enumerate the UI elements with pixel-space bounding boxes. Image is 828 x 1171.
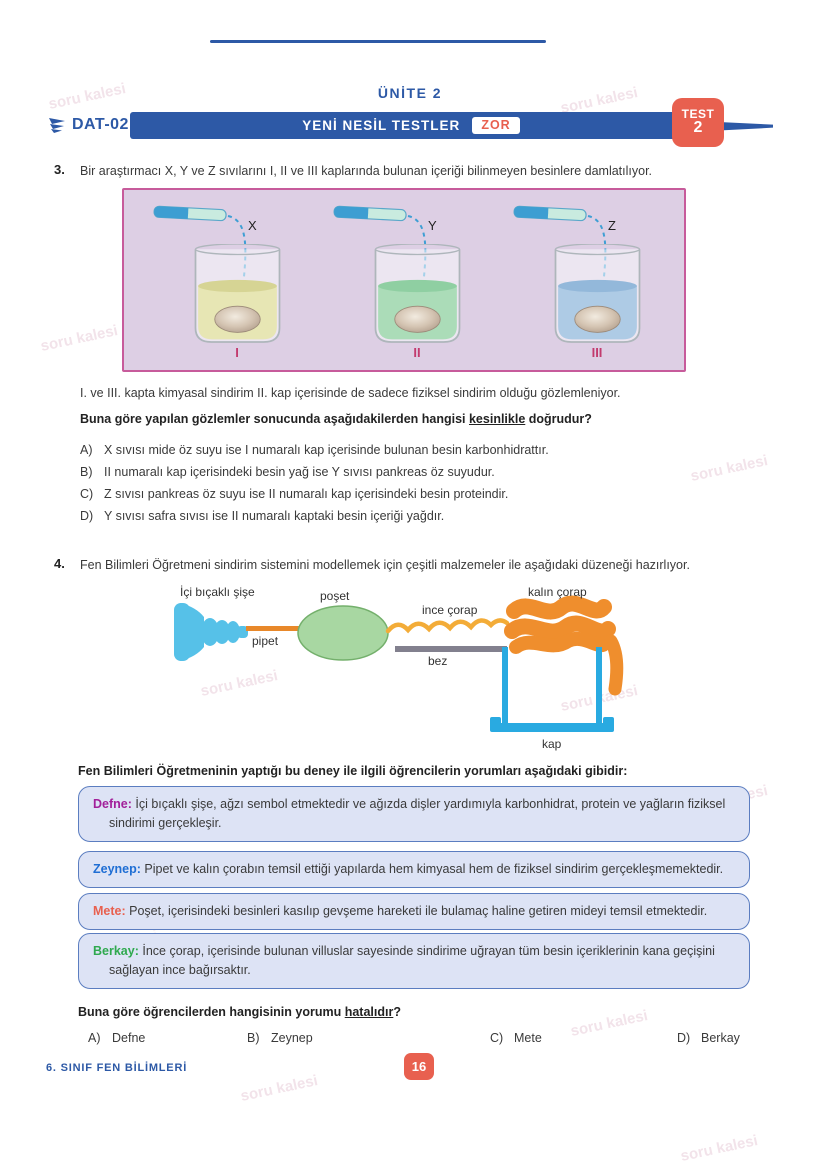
option-label: A) [80, 443, 93, 457]
q3-question-post: doğrudur? [525, 412, 592, 426]
q3-number: 3. [54, 162, 65, 177]
option-label: C) [490, 1031, 504, 1045]
q4-lead: Fen Bilimleri Öğretmeninin yaptığı bu de… [78, 764, 628, 778]
container-numeral: II [413, 345, 421, 360]
option-text: Mete [514, 1031, 542, 1045]
option-label: C) [80, 487, 94, 501]
difficulty-badge: ZOR [472, 117, 520, 134]
test-number-badge: TEST 2 [672, 98, 724, 147]
option-label: B) [80, 465, 93, 479]
option-text: II numaralı kap içerisindeki besin yağ i… [104, 465, 495, 479]
q3-question-underline: kesinlikle [468, 412, 526, 426]
label-pipette: pipet [252, 634, 279, 648]
option-text: Defne [112, 1031, 146, 1045]
option-label: D) [677, 1031, 691, 1045]
label-cloth: bez [428, 654, 448, 668]
student-comment: Pipet ve kalın çorabın temsil ettiği yap… [140, 862, 724, 876]
q3-option-b: B) II numaralı kap içerisindeki besin yağ… [80, 465, 495, 479]
comment-mete: Mete: Poşet, içerisindeki besinleri kası… [78, 893, 750, 930]
student-name: Defne: [93, 797, 132, 811]
beaker-group-3: Z III [512, 194, 682, 370]
q3-question: Buna göre yapılan gözlemler sonucunda aş… [80, 410, 740, 428]
booklet-code-label: DAT-02 [72, 116, 129, 133]
comment-zeynep: Zeynep: Pipet ve kalın çorabın temsil et… [78, 851, 750, 888]
option-text: Y sıvısı safra sıvısı ise II numaralı ka… [104, 509, 445, 523]
container-numeral: I [235, 345, 239, 360]
liquid-label: Z [608, 218, 616, 233]
watermark: soru kalesi [689, 452, 770, 485]
label-container: kap [542, 737, 562, 751]
beaker-group-1: X I [152, 194, 322, 370]
q3-option-c: C) Z sıvısı pankreas öz suyu ise II numar… [80, 487, 508, 501]
unit-title: ÜNİTE 2 [377, 85, 443, 101]
q4-option-c: C) Mete [490, 1031, 542, 1045]
q4-question: Buna göre öğrencilerden hangisinin yorum… [78, 1003, 738, 1021]
test-label: TEST [681, 106, 715, 121]
banner-brush-tail [685, 120, 773, 133]
q4-number: 4. [54, 556, 65, 571]
q4-question-pre: Buna göre öğrencilerden hangisinin yorum… [78, 1005, 345, 1019]
label-bag: poşet [320, 589, 350, 603]
beaker-icon [374, 244, 461, 343]
option-text: Z sıvısı pankreas öz suyu ise II numaral… [104, 487, 509, 501]
label-thick-sock: kalın çorap [528, 585, 587, 599]
watermark: soru kalesi [679, 1132, 760, 1165]
q3-intro: Bir araştırmacı X, Y ve Z sıvılarını I, … [80, 164, 653, 178]
q3-option-a: A) X sıvısı mide öz suyu ise I numaralı k… [80, 443, 549, 457]
student-name: Zeynep: [93, 862, 141, 876]
option-label: D) [80, 509, 94, 523]
watermark: soru kalesi [239, 1072, 320, 1105]
option-text: Zeynep [271, 1031, 313, 1045]
beaker-icon [554, 244, 641, 343]
watermark: soru kalesi [47, 80, 128, 113]
q4-option-a: A) Defne [88, 1031, 145, 1045]
q4-diagram: İçi bıçaklı şişe pipet poşet ince çorap … [150, 585, 710, 760]
option-label: A) [88, 1031, 101, 1045]
q4-option-b: B) Zeynep [247, 1031, 313, 1045]
label-bottle: İçi bıçaklı şişe [180, 585, 255, 599]
page-number-badge: 16 [404, 1053, 434, 1080]
container-numeral: III [591, 345, 603, 360]
option-text: X sıvısı mide öz suyu ise I numaralı kap… [104, 443, 549, 457]
banner-title: YENİ NESİL TESTLER [302, 118, 461, 133]
student-comment: İnce çorap, içerisinde bulunan villuslar… [109, 944, 715, 977]
banner: YENİ NESİL TESTLER ZOR [130, 112, 692, 139]
q4-option-d: D) Berkay [677, 1031, 740, 1045]
beaker-group-2: Y II [332, 194, 502, 370]
q4-question-underline: hatalıdır [344, 1005, 394, 1019]
footer-course-label: 6. SINIF FEN BİLİMLERİ [46, 1062, 188, 1074]
comment-berkay: Berkay: İnce çorap, içerisinde bulunan v… [78, 933, 750, 989]
test-number: 2 [693, 119, 703, 137]
watermark: soru kalesi [39, 322, 120, 355]
beaker-icon [194, 244, 281, 343]
q3-figure: X I Y [122, 188, 686, 372]
label-thin-sock: ince çorap [422, 603, 478, 617]
dropper-icon [153, 205, 227, 222]
student-name: Berkay: [93, 944, 139, 958]
q3-question-pre: Buna göre yapılan gözlemler sonucunda aş… [80, 412, 469, 426]
dropper-icon [513, 205, 587, 222]
top-divider-stroke [210, 40, 546, 43]
booklet-code: DAT-02 [46, 111, 129, 139]
dropper-icon [333, 205, 407, 222]
q3-option-d: D) Y sıvısı safra sıvısı ise II numaralı … [80, 509, 444, 523]
liquid-label: X [248, 218, 257, 233]
option-text: Berkay [701, 1031, 740, 1045]
q3-observation: I. ve III. kapta kimyasal sindirim II. k… [80, 386, 621, 400]
digestion-model-illustration [174, 595, 624, 732]
comment-defne: Defne: İçi bıçaklı şişe, ağzı sembol etm… [78, 786, 750, 842]
student-name: Mete: [93, 904, 126, 918]
liquid-label: Y [428, 218, 437, 233]
publisher-logo-icon [49, 118, 65, 133]
q4-intro: Fen Bilimleri Öğretmeni sindirim sistemi… [80, 558, 690, 572]
student-comment: İçi bıçaklı şişe, ağzı sembol etmektedir… [109, 797, 726, 830]
option-label: B) [247, 1031, 260, 1045]
student-comment: Poşet, içerisindeki besinleri kasılıp ge… [125, 904, 708, 918]
q4-question-post: ? [393, 1005, 401, 1019]
